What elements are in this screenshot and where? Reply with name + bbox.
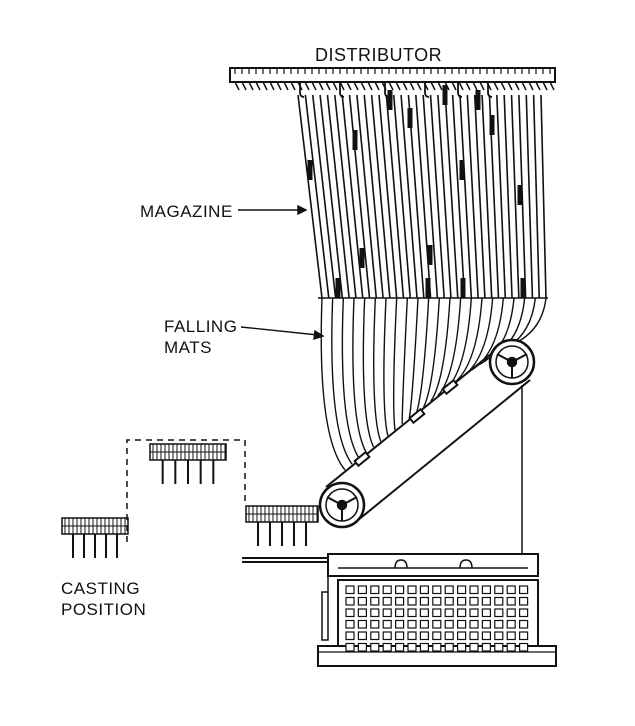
keyboard-unit xyxy=(317,553,557,667)
falling-mats-channels xyxy=(320,297,547,471)
distributor-label: DISTRIBUTOR xyxy=(315,45,443,65)
magazine xyxy=(297,94,547,299)
mat-line-casting xyxy=(61,517,129,558)
assembler-rail xyxy=(242,557,330,563)
mat-line-assembler xyxy=(245,505,319,546)
falling-mats-label-line2: MATS xyxy=(164,338,212,357)
casting-position-label-line1: CASTING xyxy=(61,579,141,598)
lower-wheel xyxy=(318,481,366,529)
casting-position-label-line2: POSITION xyxy=(61,600,147,619)
label-arrows xyxy=(238,204,325,341)
belt-mats xyxy=(353,378,459,468)
upper-wheel xyxy=(488,338,536,386)
mat-line-raised xyxy=(149,443,227,484)
distributor-bar xyxy=(229,67,556,98)
magazine-mats xyxy=(307,85,526,298)
falling-mats-label-line1: FALLING xyxy=(164,317,238,336)
magazine-label: MAGAZINE xyxy=(140,202,233,221)
